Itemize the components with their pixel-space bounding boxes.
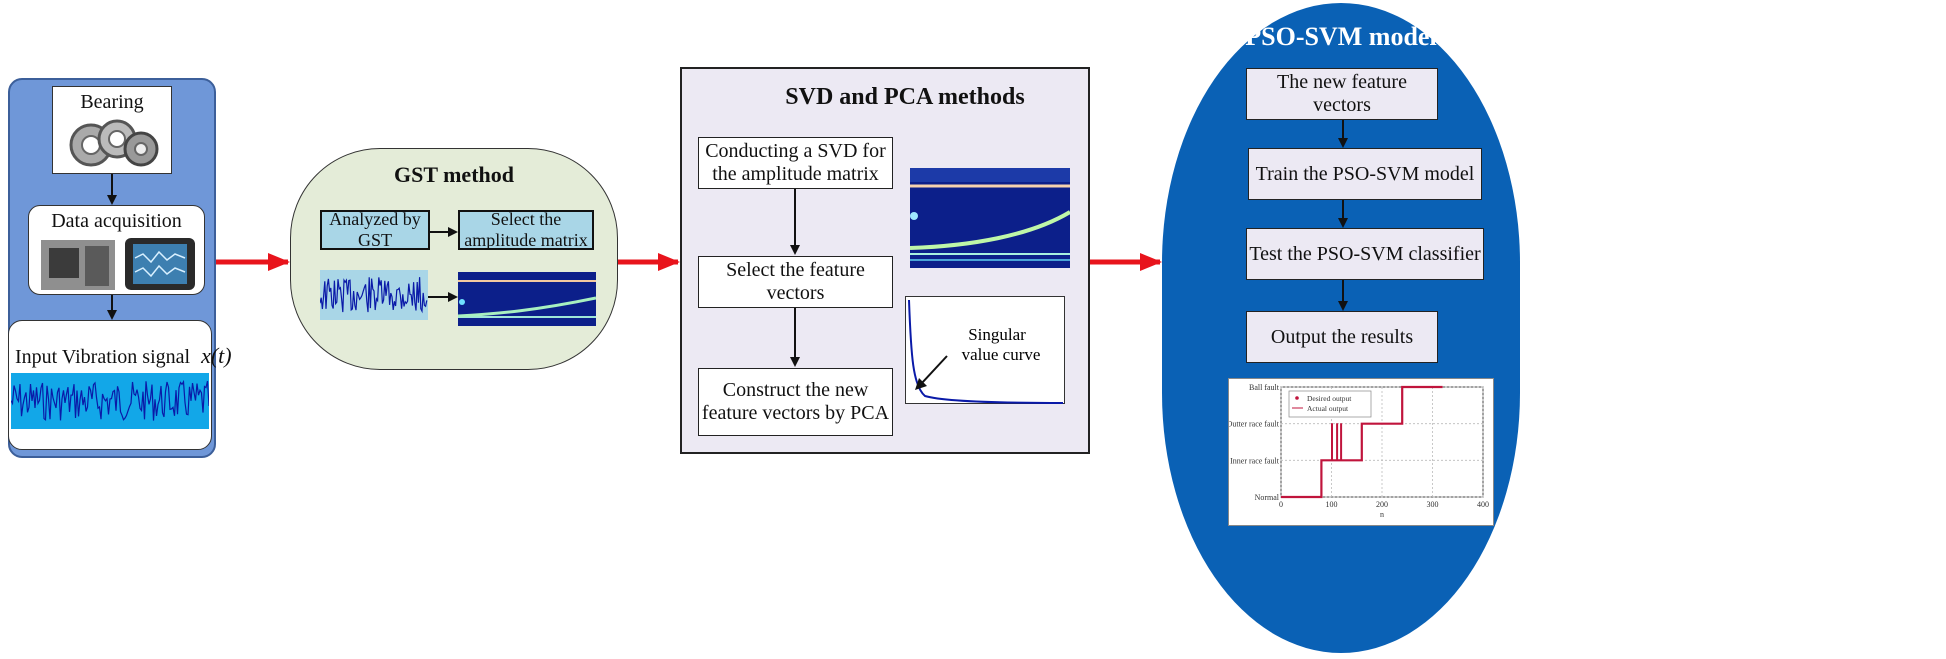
- input-signal-waveform: [11, 373, 209, 429]
- chart-legend: [1288, 390, 1372, 418]
- conduct-svd-box: Conducting a SVD for the amplitude matri…: [698, 137, 893, 189]
- chart-x-tick-label: 300: [1427, 500, 1439, 509]
- construct-line2: feature vectors by PCA: [701, 402, 890, 424]
- bearing-label: Bearing: [80, 91, 144, 113]
- data-acquisition-label: Data acquisition: [51, 210, 182, 232]
- svd-arrows: [790, 189, 800, 367]
- select-feature-line2: vectors: [766, 282, 825, 304]
- step-test-classifier: Test the PSO-SVM classifier: [1246, 228, 1484, 280]
- chart-x-tick-label: 0: [1279, 500, 1283, 509]
- singular-value-plot: Singular value curve: [905, 296, 1065, 404]
- singular-line1: Singular: [968, 325, 1026, 344]
- conduct-line2: the amplitude matrix: [712, 163, 879, 185]
- input-signal-math: x(t): [201, 343, 232, 368]
- gst-title: GST method: [393, 162, 514, 187]
- chart-legend-label: Actual output: [1307, 404, 1349, 413]
- select-amp-line1: Select the: [490, 209, 562, 230]
- gst-amplitude-map: [458, 272, 596, 326]
- bearing-box: Bearing: [52, 86, 172, 174]
- data-acquisition-box: Data acquisition: [28, 205, 205, 295]
- result-chart: Normal Inner race fault Outter race fault B…: [1227, 383, 1489, 519]
- conduct-line1: Conducting a SVD for: [705, 140, 886, 162]
- input-signal-box: Input Vibration signal x(t): [8, 320, 232, 450]
- chart-legend-marker: [1295, 396, 1299, 400]
- select-feature-line1: Select the feature: [726, 259, 865, 281]
- construct-line1: Construct the new: [722, 379, 869, 401]
- select-feature-vectors-box: Select the feature vectors: [698, 256, 893, 308]
- chart-legend-label: Desired output: [1307, 394, 1352, 403]
- pso-svm-title: PSO-SVM model: [1245, 22, 1437, 51]
- chart-x-axis-label: n: [1380, 510, 1384, 519]
- acquisition-equipment-image: [41, 238, 195, 290]
- bearing-image: [69, 119, 159, 167]
- chart-y-tick-label: Ball fault: [1249, 383, 1280, 392]
- chart-x-tick-label: 400: [1477, 500, 1489, 509]
- chart-x-tick-label: 200: [1376, 500, 1388, 509]
- input-signal-text: Input Vibration signal: [15, 346, 191, 368]
- step-output-results: Output the results: [1246, 311, 1438, 363]
- panel1-arrows: [107, 174, 117, 320]
- gst-signal-waveform: [320, 270, 428, 320]
- gst-arrows: [428, 227, 458, 302]
- select-amplitude-matrix-box: Select the amplitude matrix: [458, 209, 594, 250]
- construct-pca-box: Construct the new feature vectors by PCA: [698, 368, 893, 436]
- chart-y-tick-label: Outter race fault: [1229, 420, 1280, 429]
- result-chart-box: Normal Inner race fault Outter race fault B…: [1227, 378, 1494, 526]
- singular-line2: value curve: [962, 345, 1041, 364]
- chart-x-tick-label: 100: [1326, 500, 1338, 509]
- pso-svm-arrows: [1338, 120, 1348, 311]
- svd-pca-title: SVD and PCA methods: [785, 84, 1025, 110]
- chart-y-tick-label: Normal: [1255, 493, 1280, 502]
- svd-amplitude-map: [910, 168, 1070, 268]
- analyzed-by-gst-box: Analyzed by GST: [320, 209, 430, 250]
- analyzed-line1: Analyzed by: [329, 209, 421, 230]
- select-amp-line2: amplitude matrix: [464, 230, 588, 250]
- chart-series-line: [1281, 386, 1443, 498]
- input-signal-label: Input Vibration signal x(t): [15, 343, 232, 369]
- step-new-feature-vectors: The new feature vectors: [1246, 68, 1438, 120]
- chart-y-tick-label: Inner race fault: [1230, 456, 1280, 465]
- analyzed-line2: GST: [357, 230, 392, 250]
- step-train-model: Train the PSO-SVM model: [1248, 148, 1482, 200]
- gst-panel: [290, 148, 618, 370]
